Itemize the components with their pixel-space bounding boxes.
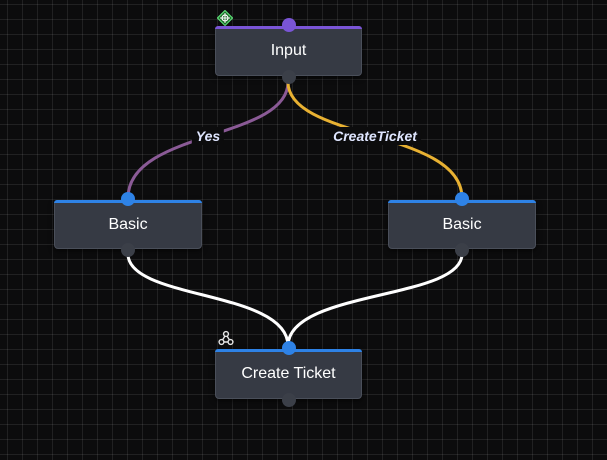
webhook-icon [218,330,234,346]
node-basic-left-label: Basic [108,215,148,233]
input-port[interactable] [281,341,296,355]
target-icon [216,9,234,27]
edge-label-yes: Yes [191,127,225,145]
node-create-ticket-label: Create Ticket [241,365,336,382]
input-port[interactable] [455,192,469,206]
node-basic-right-label: Basic [442,215,482,233]
node-input[interactable]: Input [215,18,362,84]
output-port[interactable] [455,243,469,257]
output-port[interactable] [281,393,296,407]
node-basic-left[interactable]: Basic [54,192,202,257]
edge-label-createticket: CreateTicket [329,127,421,145]
edge-basic-right-to-create-ticket[interactable] [286,253,464,347]
node-input-label: Input [270,42,307,59]
input-port[interactable] [281,18,296,32]
node-create-ticket[interactable]: Create Ticket [215,341,362,407]
input-port[interactable] [121,192,135,206]
edge-basic-left-to-create-ticket[interactable] [126,253,290,347]
output-port[interactable] [121,243,135,257]
node-basic-right[interactable]: Basic [388,192,536,257]
output-port[interactable] [281,70,296,84]
